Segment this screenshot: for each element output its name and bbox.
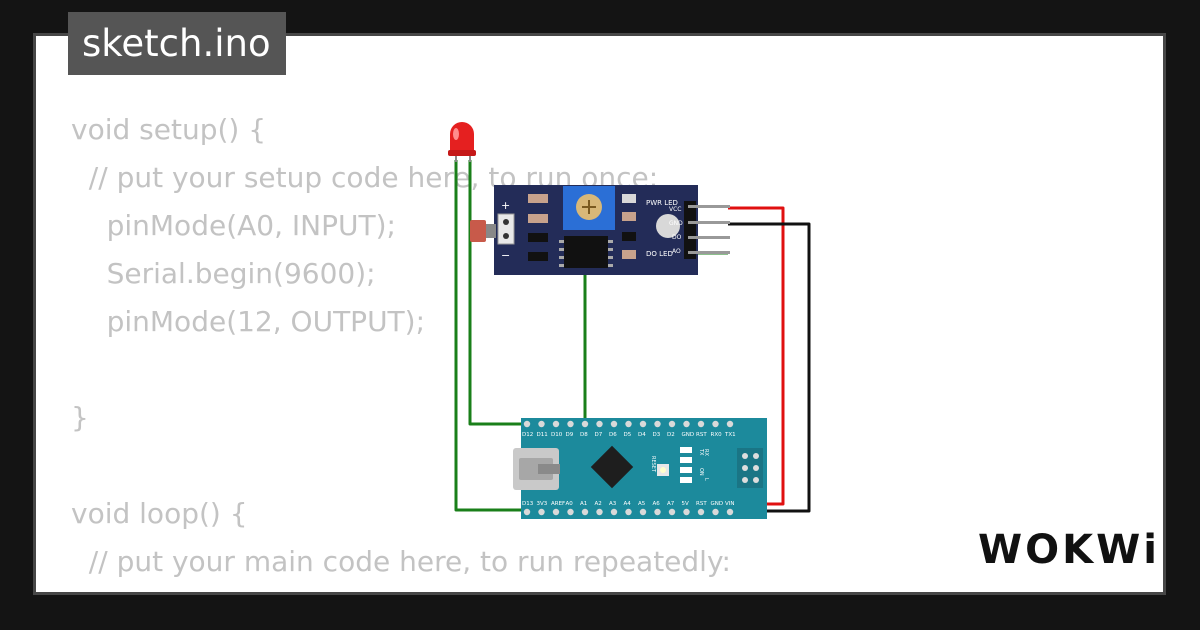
polarity-plus: + xyxy=(501,199,510,212)
bottom-pin-a2[interactable] xyxy=(596,508,603,516)
bottom-pin-label: A1 xyxy=(580,501,587,507)
bottom-pin-label: A7 xyxy=(667,501,675,507)
top-pin-label: D2 xyxy=(667,432,675,438)
top-pin-gnd[interactable] xyxy=(683,420,690,428)
code-line: pinMode(A0, INPUT); xyxy=(71,209,396,242)
code-line: } xyxy=(71,401,89,434)
top-pin-label: RX0 xyxy=(711,432,723,438)
top-pin-d9[interactable] xyxy=(567,420,574,428)
bottom-pin-aref[interactable] xyxy=(552,508,560,516)
pwr-led-label: PWR LED xyxy=(646,199,678,207)
sensor-module[interactable]: + − PWR LED DO LED VCC GND DO AO xyxy=(470,185,730,275)
polarity-minus: − xyxy=(501,249,510,262)
bottom-pin-5v[interactable] xyxy=(683,508,690,516)
wire-gnd xyxy=(728,222,811,513)
file-tab[interactable]: sketch.ino xyxy=(68,12,286,75)
code-line: // put your main code here, to run repea… xyxy=(71,545,731,578)
top-pin-rst[interactable] xyxy=(697,420,705,428)
top-pin-d3[interactable] xyxy=(654,420,661,428)
top-pin-d2[interactable] xyxy=(668,420,676,428)
top-pin-d4[interactable] xyxy=(639,420,647,428)
code-line: Serial.begin(9600); xyxy=(71,257,376,290)
bottom-pin-label: VIN xyxy=(725,501,735,507)
wire-led-cathode xyxy=(454,160,530,512)
bottom-pin-label: 3V3 xyxy=(537,501,548,507)
top-pin-d7[interactable] xyxy=(596,420,603,428)
top-pin-d12[interactable] xyxy=(523,420,531,428)
bottom-pin-label: 5V xyxy=(682,501,689,507)
bottom-pin-d13[interactable] xyxy=(523,508,531,516)
pin-label-gnd: GND xyxy=(669,220,683,227)
bottom-pin-label: D13 xyxy=(522,501,534,507)
top-pin-label: D5 xyxy=(624,432,632,438)
bottom-pin-label: A0 xyxy=(566,501,574,507)
top-pin-d6[interactable] xyxy=(610,420,618,428)
tx-label: TX xyxy=(698,448,704,456)
rx-label: RX xyxy=(703,449,709,456)
bottom-pin-label: AREF xyxy=(551,501,565,507)
wokwi-logo: WOKWi xyxy=(978,527,1160,573)
bottom-pin-label: A4 xyxy=(624,501,632,507)
bottom-pin-rst[interactable] xyxy=(697,508,705,516)
top-pin-label: D6 xyxy=(609,432,617,438)
top-pin-label: D4 xyxy=(638,432,646,438)
bottom-pin-a6[interactable] xyxy=(654,508,661,516)
red-led[interactable] xyxy=(448,122,476,162)
l-label: L xyxy=(703,478,709,481)
top-pin-label: D10 xyxy=(551,432,563,438)
top-pin-label: GND xyxy=(682,432,695,438)
bottom-pin-gnd[interactable] xyxy=(712,508,719,516)
bottom-pin-a4[interactable] xyxy=(625,508,632,516)
top-pin-d11[interactable] xyxy=(538,420,545,428)
code-line: void loop() { xyxy=(71,497,248,530)
pin-label-vcc: VCC xyxy=(669,206,681,213)
bottom-pin-a7[interactable] xyxy=(668,508,676,516)
bottom-pin-a5[interactable] xyxy=(639,508,647,516)
top-pin-label: D11 xyxy=(537,432,548,438)
bottom-pin-label: A3 xyxy=(609,501,617,507)
reset-label: RESET xyxy=(650,456,656,473)
top-pin-rx0[interactable] xyxy=(712,420,719,428)
bottom-pin-vin[interactable] xyxy=(726,508,734,516)
bottom-pin-3v3[interactable] xyxy=(538,508,545,516)
bottom-pin-a1[interactable] xyxy=(581,508,589,516)
top-pin-label: D3 xyxy=(653,432,661,438)
comparator-chip xyxy=(564,236,608,268)
power-led xyxy=(656,214,680,238)
bottom-pin-label: RST xyxy=(696,501,707,507)
top-pin-d10[interactable] xyxy=(552,420,560,428)
bottom-pin-a3[interactable] xyxy=(610,508,618,516)
bottom-pin-label: A5 xyxy=(638,501,646,507)
top-pin-d8[interactable] xyxy=(581,420,589,428)
top-pin-tx1[interactable] xyxy=(726,420,734,428)
top-pin-label: D12 xyxy=(522,432,533,438)
top-pin-label: D8 xyxy=(580,432,588,438)
pin-label-ao: AO xyxy=(672,248,681,255)
top-pin-label: D7 xyxy=(595,432,603,438)
bottom-pin-a0[interactable] xyxy=(567,508,574,516)
pin-label-do: DO xyxy=(672,234,682,241)
wire-led-anode xyxy=(468,160,525,426)
bottom-pin-label: A2 xyxy=(595,501,602,507)
sensor-element xyxy=(470,220,486,242)
top-pin-d5[interactable] xyxy=(625,420,632,428)
code-preview: void setup() { // put your setup code he… xyxy=(71,106,731,592)
code-line: pinMode(12, OUTPUT); xyxy=(71,305,426,338)
code-line: // put your setup code here, to run once… xyxy=(71,161,659,194)
top-pin-label: D9 xyxy=(566,432,574,438)
bottom-pin-label: GND xyxy=(711,501,724,507)
bottom-pin-label: A6 xyxy=(653,501,661,507)
do-led-label: DO LED xyxy=(646,250,673,258)
code-line: void setup() { xyxy=(71,113,267,146)
icsp-header xyxy=(737,448,763,488)
on-label: ON xyxy=(698,468,704,476)
top-pin-label: RST xyxy=(696,432,707,438)
top-pin-label: TX1 xyxy=(724,432,736,438)
